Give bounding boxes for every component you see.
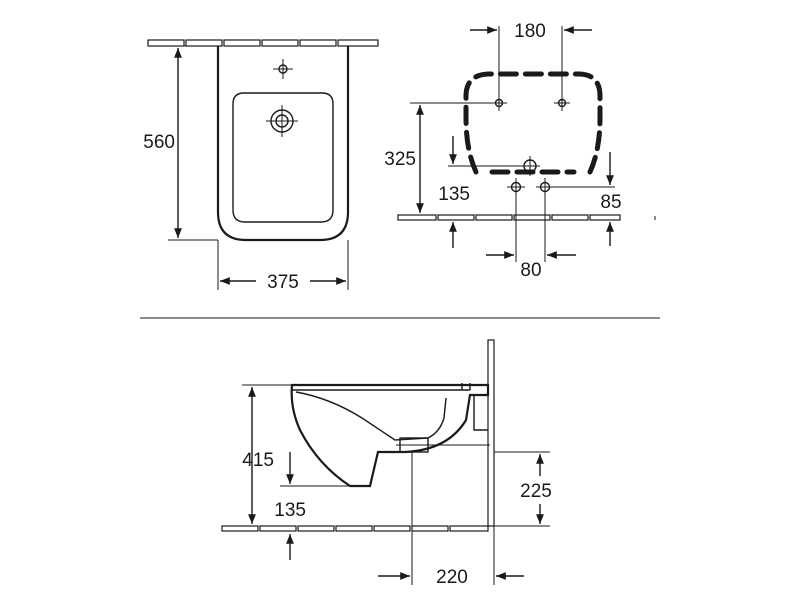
- side-outlet-projection-label: 220: [436, 567, 468, 588]
- fixing-template-outline: [463, 71, 603, 175]
- top-fixing-height-label: 325: [384, 149, 416, 170]
- top-inlet-spacing-label: 80: [520, 260, 541, 281]
- top-side-offset-label: 85: [600, 192, 621, 213]
- side-floor-strip: [221, 525, 489, 532]
- side-wall: [487, 339, 495, 527]
- wall-hanger: [461, 383, 488, 431]
- front-bowl-outline: [232, 92, 334, 223]
- top-inlet-height-label: 135: [438, 184, 470, 205]
- front-bidet-outline: [216, 46, 350, 242]
- side-inlet-height-label: 135: [274, 500, 306, 521]
- front-width-label: 375: [267, 272, 299, 293]
- side-bidet-outline: [290, 383, 490, 488]
- front-height-label: 560: [143, 132, 175, 153]
- front-wall-strip: [147, 39, 379, 47]
- side-outlet-height-label: 225: [520, 481, 552, 502]
- waste-pipe-icon: [396, 437, 490, 453]
- side-view: 415 135 225 220: [221, 339, 552, 588]
- tap-hole-icon: [273, 59, 293, 79]
- top-view: 180 325 135 85 80: [384, 21, 656, 281]
- side-rim-height-label: 415: [242, 450, 274, 471]
- side-bowl-curve: [295, 391, 447, 441]
- top-fixing-spacing-label: 180: [514, 21, 546, 42]
- top-wall-strip: [397, 214, 621, 221]
- drain-hole-icon: [266, 105, 298, 137]
- front-view: 560 375: [143, 39, 379, 293]
